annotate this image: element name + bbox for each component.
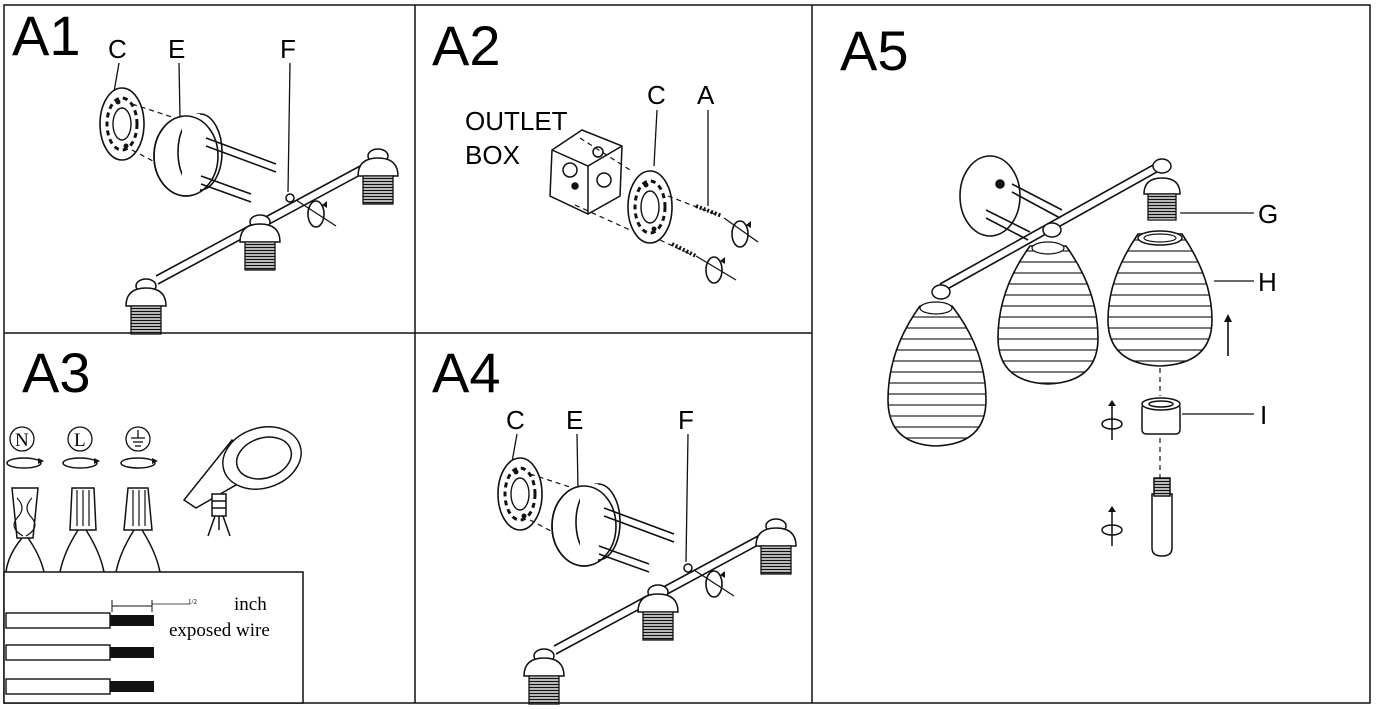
step-title: A4 xyxy=(432,341,501,404)
part-label-e: E xyxy=(566,405,583,435)
ground-symbol-icon xyxy=(125,426,151,452)
part-label-c: C xyxy=(647,80,666,110)
part-label-c: C xyxy=(108,34,127,64)
up-arrow-icon xyxy=(1224,314,1232,356)
step-a2: A2 OUTLET BOX C A xyxy=(432,14,759,284)
part-label-f: F xyxy=(280,34,296,64)
part-label-f: F xyxy=(678,405,694,435)
part-label-h: H xyxy=(1258,267,1277,297)
strip-fraction: 1/2 xyxy=(188,598,197,606)
strip-caption: exposed wire xyxy=(169,620,270,641)
live-wire-symbol: L xyxy=(74,430,86,451)
step-a3: A3 N L xyxy=(3,341,304,704)
outlet-box-label-line1: OUTLET xyxy=(465,106,568,136)
rotate-arrow-icon xyxy=(705,256,726,284)
part-label-a: A xyxy=(697,80,715,110)
strip-unit: inch xyxy=(234,594,267,615)
step-a5: A5 xyxy=(840,19,1278,557)
step-title: A3 xyxy=(22,341,91,404)
panel-frame xyxy=(3,4,1371,704)
electrical-tape-icon xyxy=(182,426,302,537)
rotate-arrow-icon xyxy=(731,220,752,248)
outlet-box-label-line2: BOX xyxy=(465,140,520,170)
rotate-arrow-icon xyxy=(1101,406,1123,546)
step-a4: A4 C E F xyxy=(432,341,796,704)
neutral-wire-symbol: N xyxy=(15,430,29,451)
part-label-g: G xyxy=(1258,199,1278,229)
step-title: A5 xyxy=(840,19,909,82)
step-a1: A1 C E F xyxy=(12,4,398,334)
outlet-box xyxy=(549,129,623,215)
step-title: A1 xyxy=(12,4,81,67)
step-title: A2 xyxy=(432,14,501,77)
part-label-c: C xyxy=(506,405,525,435)
part-label-e: E xyxy=(168,34,185,64)
part-label-i: I xyxy=(1260,400,1267,430)
